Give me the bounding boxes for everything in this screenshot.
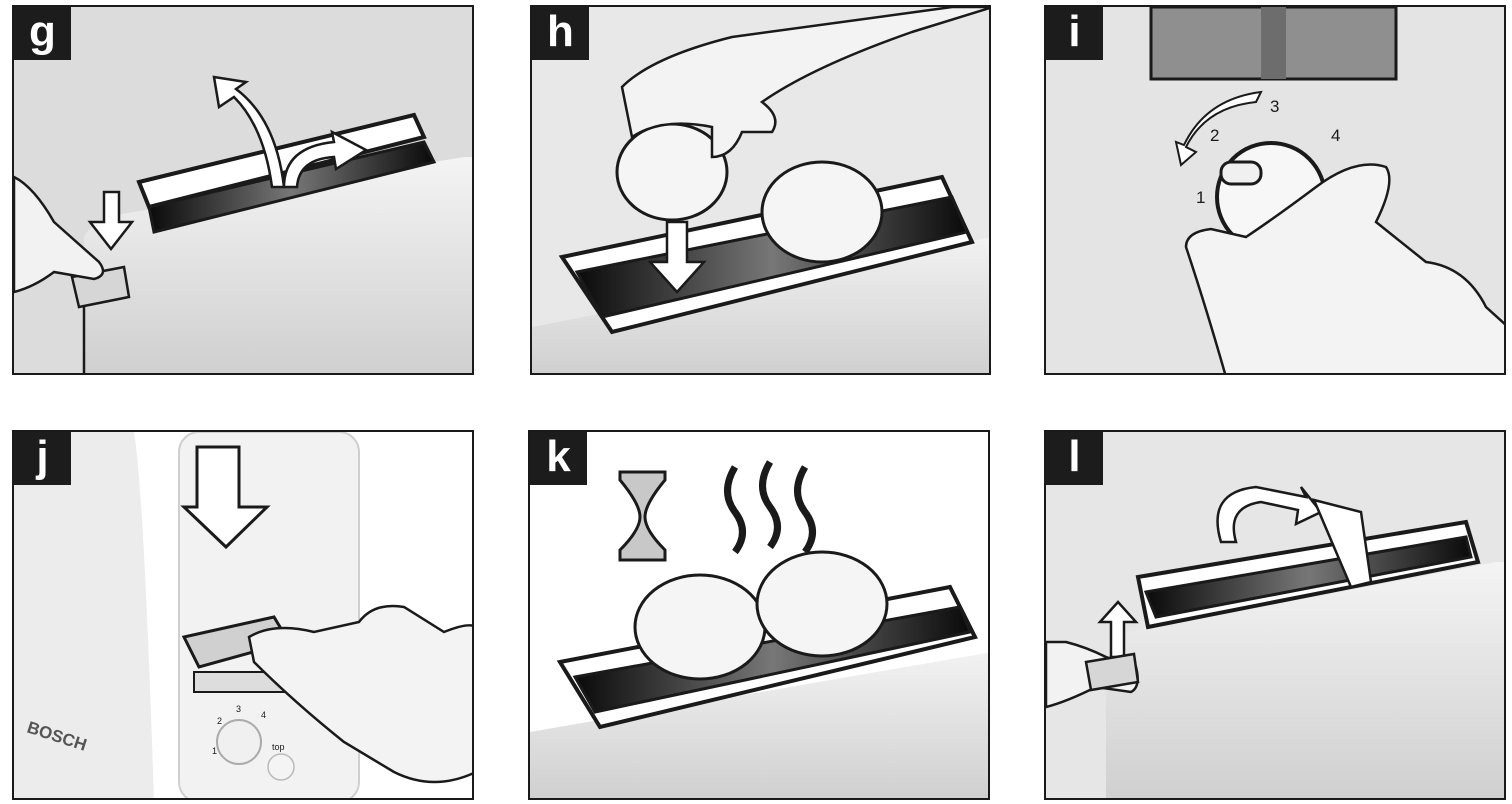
browning-dial <box>216 719 262 765</box>
hand-icon <box>247 604 472 784</box>
illustration-g <box>14 7 472 373</box>
hourglass-icon <box>618 470 667 562</box>
down-arrow-icon <box>87 190 135 252</box>
down-arrow-icon <box>647 220 707 294</box>
illustration-k <box>530 432 988 798</box>
panel-label: j <box>14 432 71 485</box>
bun-rack <box>136 112 427 210</box>
bread-roll <box>615 122 729 222</box>
panel-label: l <box>1046 432 1103 485</box>
panel-g: g <box>12 5 474 375</box>
dial-number: 1 <box>1196 188 1205 207</box>
panel-label: i <box>1046 7 1103 60</box>
illustration-i: 1 2 3 4 <box>1046 7 1504 373</box>
rotate-arrow-icon <box>1174 90 1263 167</box>
bread-roll <box>760 160 884 264</box>
panel-j: j 1 2 3 4 top BOSCH <box>12 430 474 800</box>
panel-label: h <box>532 7 589 60</box>
panel-i: i 1 2 3 4 <box>1044 5 1506 375</box>
bread-roll <box>633 573 767 681</box>
panel-h: h <box>530 5 991 375</box>
dial-number: 3 <box>1270 97 1279 116</box>
steam-icon <box>794 465 816 555</box>
toaster-side <box>14 432 154 798</box>
toaster-body <box>1106 562 1504 798</box>
toaster-body <box>530 652 988 798</box>
illustration-j: 1 2 3 4 top BOSCH <box>14 432 472 798</box>
illustration-h <box>532 7 989 373</box>
illustration-l <box>1046 432 1504 798</box>
bread-roll <box>755 550 889 658</box>
dial-number: 2 <box>1210 126 1219 145</box>
hand-icon <box>1184 163 1504 373</box>
steam-icon <box>724 465 746 555</box>
flip-arrow-icon <box>282 129 369 189</box>
dial-number: 1 <box>212 746 217 756</box>
up-arrow-icon <box>1097 600 1139 659</box>
fold-arrow-icon <box>1311 498 1373 589</box>
fold-arrow-icon <box>212 75 286 189</box>
panel-l: l <box>1044 430 1506 800</box>
flip-arrow-icon <box>1216 485 1323 544</box>
dial-number: 2 <box>217 716 222 726</box>
down-arrow-icon <box>180 445 271 550</box>
dial-number: 3 <box>236 704 241 714</box>
lever <box>1084 652 1140 692</box>
finger-icon <box>14 175 105 294</box>
steam-icon <box>759 460 781 550</box>
dial-number: 4 <box>261 710 266 720</box>
panel-k: k <box>528 430 990 800</box>
dial-knob <box>1219 160 1263 186</box>
dial-number: 4 <box>1331 126 1340 145</box>
stop-button <box>267 753 295 781</box>
panel-label: g <box>14 7 71 60</box>
hand-icon <box>620 7 989 159</box>
stop-button-label: top <box>272 742 285 752</box>
panel-label: k <box>530 432 587 485</box>
toaster-body <box>532 237 989 373</box>
